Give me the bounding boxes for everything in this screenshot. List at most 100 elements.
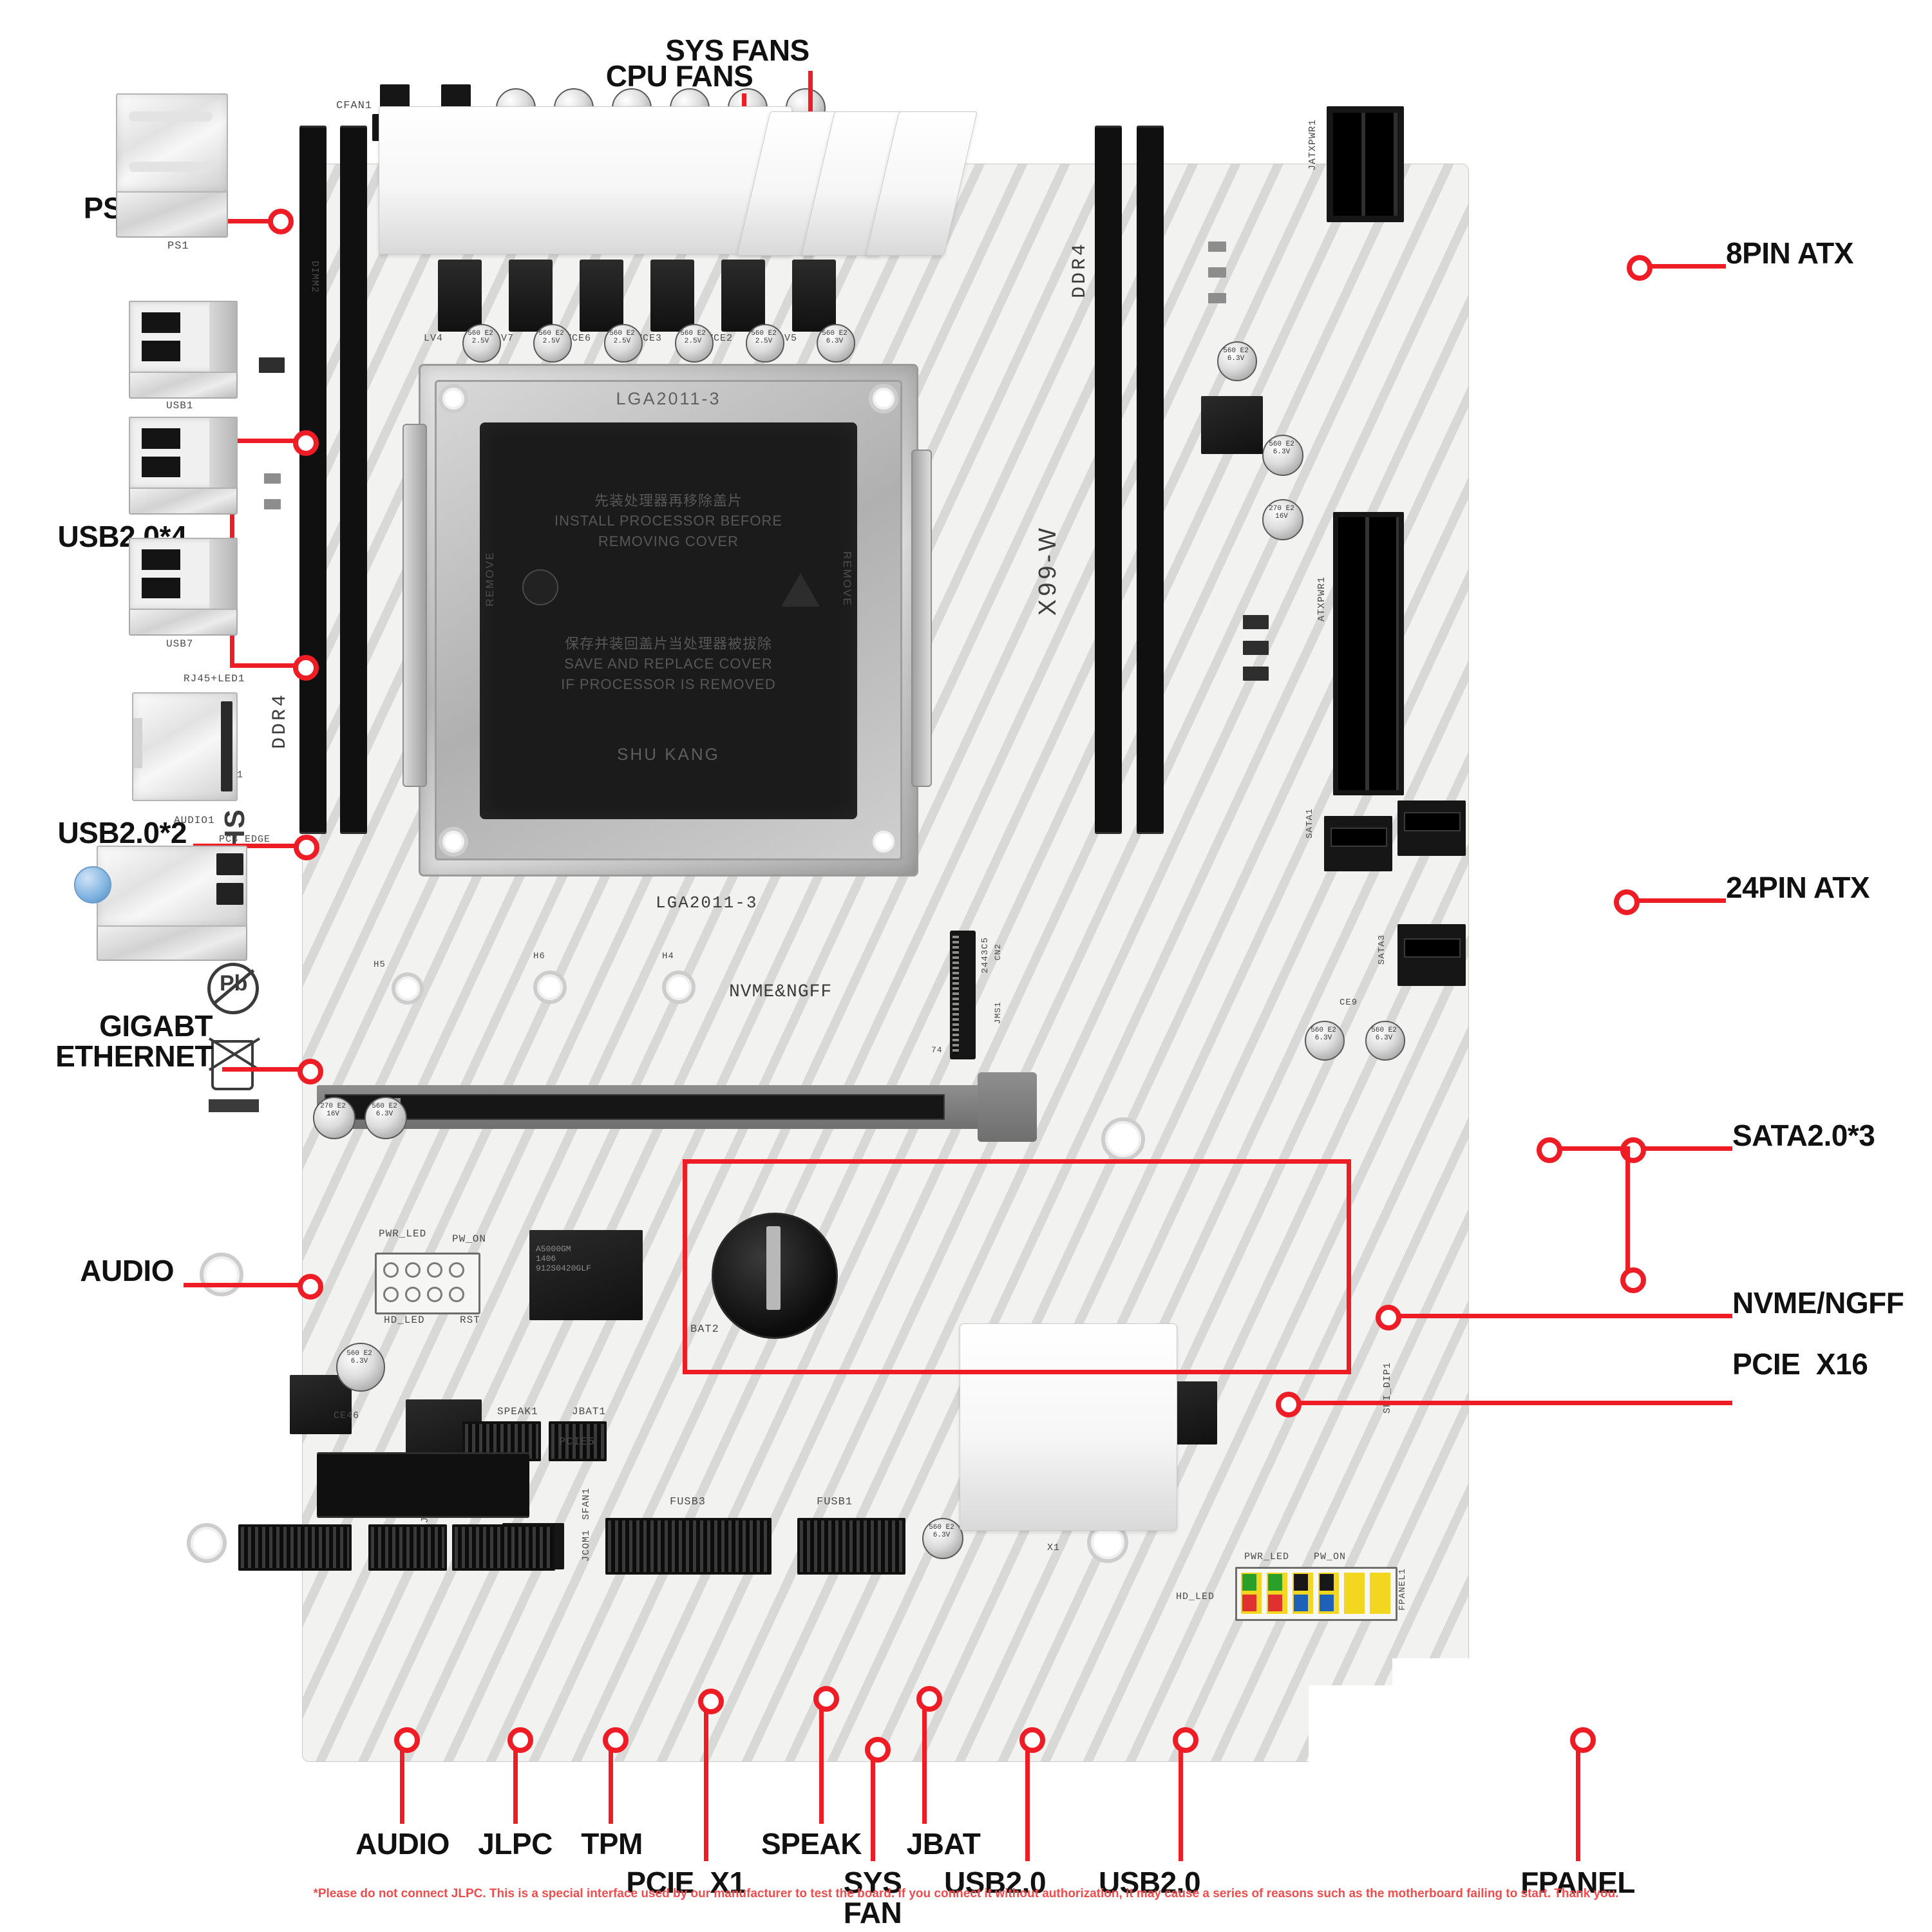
callout-label-jbat: JBAT [906, 1827, 981, 1861]
silk-h4: H4 [662, 951, 674, 961]
jlpc-header [368, 1524, 447, 1571]
white-silk-area [960, 1323, 1177, 1531]
silk-sata3: SATA3 [1377, 934, 1387, 965]
socket-cover-cn-line1: 先装处理器再移除盖片 [594, 493, 743, 509]
bios-chip: A5000GM 1406 912S0420GLF [529, 1230, 643, 1320]
pcie-x16-retention-clip [978, 1072, 1037, 1142]
m2-standoff-h4 [662, 971, 696, 1004]
motherboard-pcb: PS1 USB1 USB6 USB7 RJ45+LED1 AUDIO1 PCB … [74, 84, 1470, 1763]
leader-dot-atx24 [1614, 889, 1640, 915]
ps2-port [116, 93, 228, 193]
pcb-notch [1309, 1685, 1470, 1763]
cpu-socket-protective-cover: LGA2011-3 先装处理器再移除盖片 INSTALL PROCESSOR B… [480, 389, 857, 819]
silk-jatxpwr1: JATXPWR1 [1307, 119, 1318, 171]
callout-label-sys-fan: SYS FAN [843, 1866, 902, 1929]
silk-rail-lv4: LV4 [424, 333, 444, 344]
panel-pin-footprint [375, 1253, 480, 1314]
silk-ce9: CE9 [1340, 998, 1358, 1008]
m2-standoff-h6 [533, 971, 567, 1004]
leader-dot-usb4-bot [293, 655, 319, 681]
silk-model-x99w: X99-W [1034, 525, 1061, 616]
callout-label-pcie-x16: PCIE X16 [1732, 1347, 1868, 1381]
cap-ce46 [336, 1343, 385, 1392]
callout-label-cpu-fans: CPU FANS [605, 59, 753, 93]
callout-label-pcie-x1: PCIE X1 [626, 1866, 746, 1899]
cap-right [1262, 499, 1303, 540]
ps2-port-base [116, 189, 228, 238]
silk-bat2: BAT2 [690, 1323, 719, 1336]
silk-atxpwr1: ATXPWR1 [1316, 576, 1327, 622]
vrm-heatsink-left [379, 106, 792, 254]
callout-label-atx8: 8PIN ATX [1726, 236, 1853, 270]
dimm-slot-3 [1095, 126, 1122, 834]
leader-atx8 [1636, 264, 1726, 269]
leader-usb4-top [230, 439, 301, 443]
silk-hd-led: HD_LED [384, 1314, 425, 1326]
front-panel-header [1235, 1567, 1397, 1621]
callout-label-ethernet: GIGABT ETHERNET [55, 1009, 213, 1073]
leader-sata-main [1629, 1146, 1732, 1151]
silk-ps1: PS1 [167, 240, 189, 252]
silk-pw-on: PW_ON [452, 1233, 487, 1245]
audio-line-in-jack [74, 866, 111, 904]
vrm-cap-row [462, 324, 501, 363]
cap-bottom-left [313, 1097, 355, 1139]
leader-sys-fan [871, 1748, 875, 1861]
usb-top-base [129, 369, 238, 399]
leader-dot-audio-header [394, 1727, 420, 1753]
socket-cover-cn-line2: 保存并装回盖片当处理器被拔除 [564, 636, 772, 652]
ic-chip [1201, 396, 1263, 454]
vrm-choke [721, 260, 765, 332]
leader-sata-left [1546, 1146, 1628, 1151]
cap-bottom [922, 1518, 963, 1559]
leader-dot-pcie-x16 [1276, 1392, 1302, 1417]
leader-dot-audio-rear [298, 1274, 323, 1300]
dimm-slot-2 [340, 126, 367, 834]
pcb-notch-2 [1392, 1658, 1470, 1697]
silk-cn2: CN2 [993, 943, 1003, 961]
callout-label-tpm: TPM [581, 1827, 643, 1861]
silk-fusb1: FUSB1 [817, 1496, 853, 1508]
silk-dimm2: DIMM2 [309, 261, 320, 294]
vrm-cap-row [675, 324, 714, 363]
vrm-cap-row [817, 324, 855, 363]
silk-jbat1: JBAT1 [572, 1406, 607, 1417]
silk-ce46: CE46 [334, 1410, 360, 1421]
leader-pcie-x16 [1285, 1401, 1732, 1405]
vrm-choke [509, 260, 553, 332]
callout-label-usb2: USB2.0*2 [57, 816, 187, 849]
leader-dot-usb2 [294, 835, 319, 860]
cap-marking: 270 E2 16V [320, 1103, 346, 1118]
leader-usb4-bot [230, 663, 301, 668]
usb-header-fusb1 [797, 1518, 905, 1575]
silk-hd-led-2: HD_LED [1176, 1591, 1215, 1602]
cap-right [1365, 1021, 1405, 1061]
leader-sata-down [1625, 1146, 1630, 1275]
footnote-warning: *Please do not connect JLPC. This is a s… [313, 1887, 1619, 1900]
leader-atx24 [1623, 898, 1726, 903]
pcie-x1-slot [317, 1452, 529, 1518]
usb-bot-base [129, 606, 238, 636]
silk-pcb-edge: PCB EDGE [219, 834, 271, 845]
socket-cover-remove-left: REMOVE [484, 551, 496, 607]
leader-dot-fpanel [1570, 1727, 1596, 1753]
silk-x1: X1 [1047, 1542, 1061, 1553]
pcie-x16-slot [317, 1085, 983, 1129]
silk-sfan1: SFAN1 [581, 1488, 592, 1520]
io-chip [290, 1375, 352, 1434]
m2-standoff-h5 [392, 972, 424, 1005]
silk-ddr4-left: DDR4 [269, 692, 291, 750]
silk-h5: H5 [374, 960, 386, 970]
silk-sata1: SATA1 [1305, 808, 1315, 839]
leader-dot-sata-1 [1537, 1137, 1562, 1163]
cap-marking: 560 E2 6.3V [929, 1524, 954, 1539]
atx-24pin-connector [1333, 512, 1404, 795]
usb-port-top [129, 301, 238, 373]
cap-right [1262, 435, 1303, 476]
mounting-hole [200, 1253, 243, 1296]
cap-marking: 560 E2 6.3V [346, 1350, 372, 1365]
leader-dot-atx8 [1627, 255, 1653, 281]
cap-marking: 560 E2 6.3V [1311, 1027, 1336, 1042]
bios-chip-marking: A5000GM 1406 912S0420GLF [536, 1244, 591, 1273]
cmos-battery [712, 1213, 838, 1339]
